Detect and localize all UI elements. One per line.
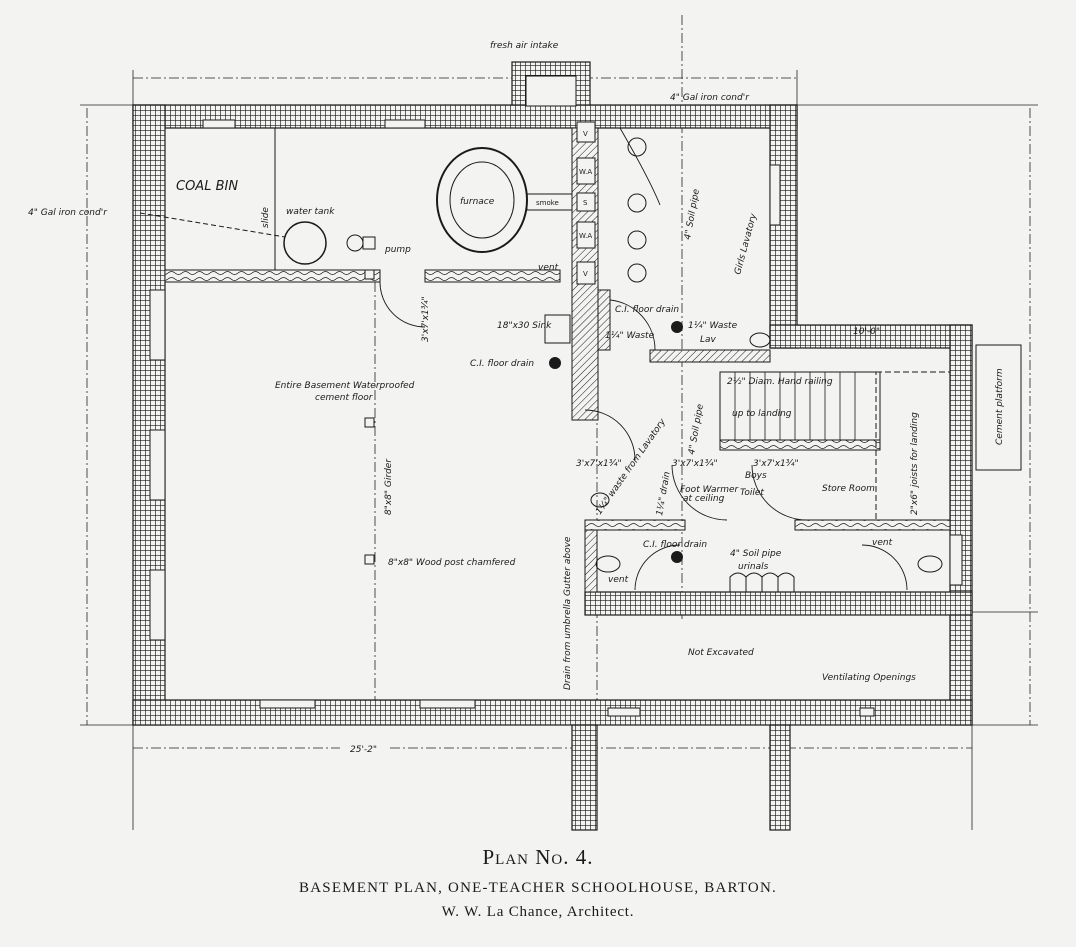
plan-number: Plan No. 4. (482, 845, 594, 869)
furnace (436, 147, 573, 253)
flue-v2: V (583, 270, 588, 278)
label-wood-post: 8"x8" Wood post chamfered (388, 558, 516, 568)
label-umbrella-drain: Drain from umbrella Gutter above (563, 536, 573, 690)
windows (149, 119, 963, 717)
water-closets (544, 137, 943, 592)
label-ventilating-openings: Ventilating Openings (822, 673, 916, 683)
label-dim-10ft: 10'-0" (853, 327, 880, 337)
label-vent-right: vent (872, 538, 893, 548)
label-vent-top: vent (538, 263, 559, 273)
label-toilet: Toilet (740, 488, 764, 498)
label-joists: 2"x6" joists for landing (910, 412, 920, 515)
label-drain-small: 1¼" drain (655, 471, 673, 517)
label-dim-25ft: 25'-2" (350, 745, 377, 755)
label-water-tank: water tank (286, 207, 335, 217)
label-waste-lav: 1¼" Waste (688, 321, 738, 331)
wood-posts (364, 269, 375, 565)
architect-credit: W. W. La Chance, Architect. (441, 904, 635, 920)
label-pump: pump (384, 245, 411, 255)
conductor-pipe (139, 212, 286, 238)
label-lav: Lav (700, 335, 717, 345)
pump-icon (346, 234, 376, 252)
plan-title: BASEMENT PLAN, ONE-TEACHER SCHOOLHOUSE, … (299, 880, 777, 896)
label-furnace: furnace (460, 197, 495, 207)
label-cement-platform: Cement platform (995, 368, 1005, 445)
label-conductor-left: 4" Gal iron cond'r (28, 208, 108, 218)
label-hand-railing: 2½" Diam. Hand railing (727, 377, 833, 387)
masonry-walls (132, 61, 973, 831)
label-coal-bin: COAL BIN (176, 179, 238, 194)
label-waterproof-2: cement floor (315, 393, 374, 403)
label-urinals: urinals (738, 562, 769, 572)
extension-lines (80, 70, 1038, 830)
label-door-4: 3'x7'x1¾" (753, 459, 799, 469)
label-girder: 8"x8" Girder (384, 458, 394, 515)
label-soil-pipe-boys: 4" Soil pipe (687, 403, 706, 456)
flue-wa2: W.A (579, 232, 592, 240)
water-tank (283, 221, 327, 265)
label-floor-drain-main: C.I. floor drain (470, 359, 534, 369)
label-store-room: Store Room (822, 484, 875, 494)
flue-v1: V (583, 130, 588, 138)
label-up-to-landing: up to landing (732, 409, 792, 419)
label-floor-drain-girls: C.I. floor drain (615, 305, 679, 315)
door-swings (379, 127, 908, 591)
label-waterproof-1: Entire Basement Waterproofed (275, 381, 415, 391)
floor-drain-icons (549, 321, 683, 563)
label-girls-lavatory: Girls Lavatory (733, 212, 759, 276)
air-duct-opening (525, 75, 577, 107)
label-not-excavated: Not Excavated (688, 648, 754, 658)
flue-s: S (583, 199, 588, 207)
flue-boxes (576, 121, 596, 285)
label-floor-drain-boys: C.I. floor drain (643, 540, 707, 550)
label-fresh-air-intake: fresh air intake (490, 41, 559, 51)
label-foot-warmer-2: at ceiling (683, 494, 725, 504)
label-boys: Boys (745, 471, 767, 481)
label-soil-pipe-urinals: 4" Soil pipe (730, 549, 782, 559)
label-door-3: 3'x7'x1¾" (672, 459, 718, 469)
label-slide: slide (261, 207, 271, 228)
label-waste-girls: 1¼" Waste (605, 331, 655, 341)
label-vent-left: vent (608, 575, 629, 585)
label-foot-warmer-1: Foot Warmer (680, 485, 740, 495)
flue-wa1: W.A (579, 168, 592, 176)
label-sink: 18"x30 Sink (497, 321, 552, 331)
label-conductor-top: 4" Gal iron cond'r (670, 93, 750, 103)
label-smoke: smoke (536, 199, 559, 207)
label-soil-pipe-girls: 4" Soil pipe (683, 188, 702, 241)
stair-treads (734, 372, 856, 440)
label-door-1: 3'x7'x1¾" (421, 296, 431, 342)
label-door-2: 3'x7'x1¾" (576, 459, 622, 469)
